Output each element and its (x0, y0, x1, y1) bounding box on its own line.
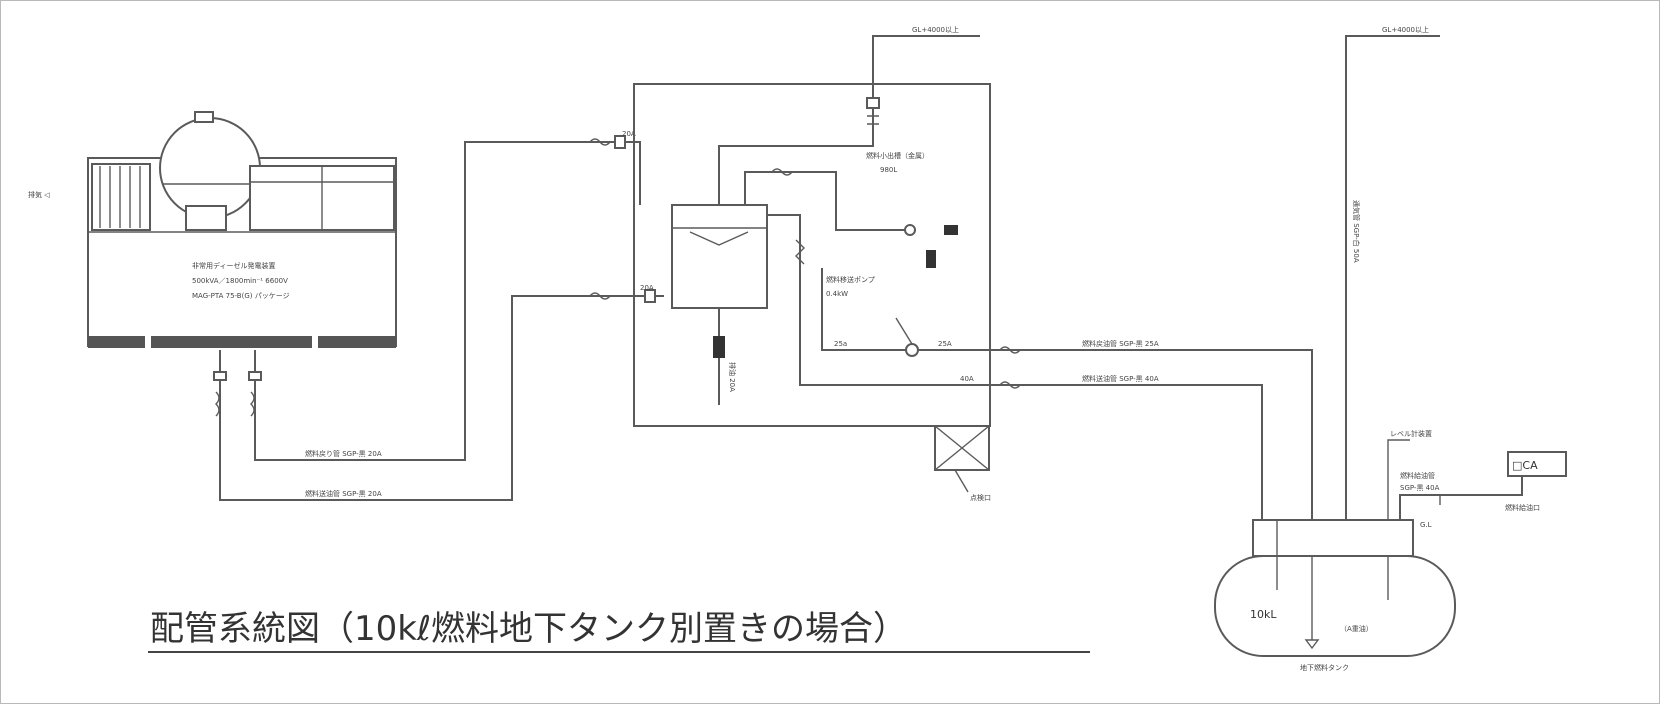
service-return-valve-label: 20A (622, 130, 636, 138)
fill-pipe-size: SGP-黒 40A (1400, 484, 1440, 492)
main-vent-pipe-label: 通気管 SGP-白 50A (1352, 200, 1361, 263)
gl-label: G.L (1420, 521, 1432, 529)
fill-port-box (1507, 451, 1567, 477)
drain-valve (713, 336, 725, 358)
drain-label: 排油 20A (728, 362, 737, 392)
fill-port-label: 燃料給油口 (1505, 503, 1540, 512)
tank-shell (1214, 555, 1456, 657)
generator-spec-line1: 非常用ディーゼル発電装置 (192, 261, 276, 270)
gen-return-pipe-label: 燃料戻り管 SGP-黒 20A (305, 449, 382, 458)
return-line-label: 燃料戻油管 SGP-黒 25A (1082, 339, 1159, 348)
gen-supply-pipe-label: 燃料送油管 SGP-黒 20A (305, 489, 382, 498)
supply-line-label: 燃料送油管 SGP-黒 40A (1082, 374, 1159, 383)
transfer-pipes: 燃料戻油管 SGP-黒 25A 燃料送油管 SGP-黒 40A GL+4000以… (990, 25, 1567, 529)
tank-capacity: 10kL (1250, 608, 1277, 621)
exhaust-label: 排気 ◁ (28, 190, 50, 199)
tank-manhole (1252, 519, 1414, 557)
valve-25a-right-label: 25A (938, 340, 952, 348)
service-capacity-label: 980L (880, 166, 897, 174)
diagram-caption: 配管系統図（10kℓ燃料地下タンク別置きの場合） (150, 609, 907, 649)
service-vent-label: GL+4000以上 (912, 25, 959, 34)
pump-label-line2: 0.4kW (826, 290, 848, 298)
pit-label: 点検口 (970, 493, 991, 502)
pump-label-line1: 燃料移送ポンプ (826, 275, 875, 284)
transfer-pump-symbol (905, 343, 919, 357)
main-underground-tank: 10kL （A重油） 地下燃料タンク (1214, 519, 1456, 672)
generator-package: 排気 ◁ 非常用ディーゼル発電装置 500kVA／1800min⁻¹ 6600V… (28, 111, 397, 350)
service-supply-valve-label: 20A (640, 284, 654, 292)
tank-fuel-type: （A重油） (1340, 624, 1373, 633)
generator-spec-line2: 500kVA／1800min⁻¹ 6600V (192, 277, 288, 285)
generator-base-skid (88, 336, 396, 348)
fill-pipe-label: 燃料給油管 (1400, 471, 1435, 480)
oil-room: 排油 20A GL+4000以上 燃料小出槽（金属） 980L 燃料移送ポンプ … (633, 25, 991, 502)
exhaust-silencer (159, 117, 261, 219)
oil-room-boundary (633, 83, 991, 427)
valve-25a-left-label: 25a (834, 340, 847, 348)
fill-port-box-text: □CA (1512, 459, 1538, 472)
service-tank (671, 204, 768, 309)
gauge-label: レベル計装置 (1390, 429, 1432, 438)
valve-40a-label: 40A (960, 375, 974, 383)
generator-spec-line3: MAG-PTA 75-B(G) パッケージ (192, 292, 290, 300)
tank-name: 地下燃料タンク (1300, 663, 1349, 672)
service-fill-label: 燃料小出槽（金属） (866, 151, 929, 160)
generator-fuel-pipes: 燃料戻り管 SGP-黒 20A 燃料送油管 SGP-黒 20A 20A 20A (213, 130, 664, 501)
main-vent-label: GL+4000以上 (1382, 25, 1429, 34)
